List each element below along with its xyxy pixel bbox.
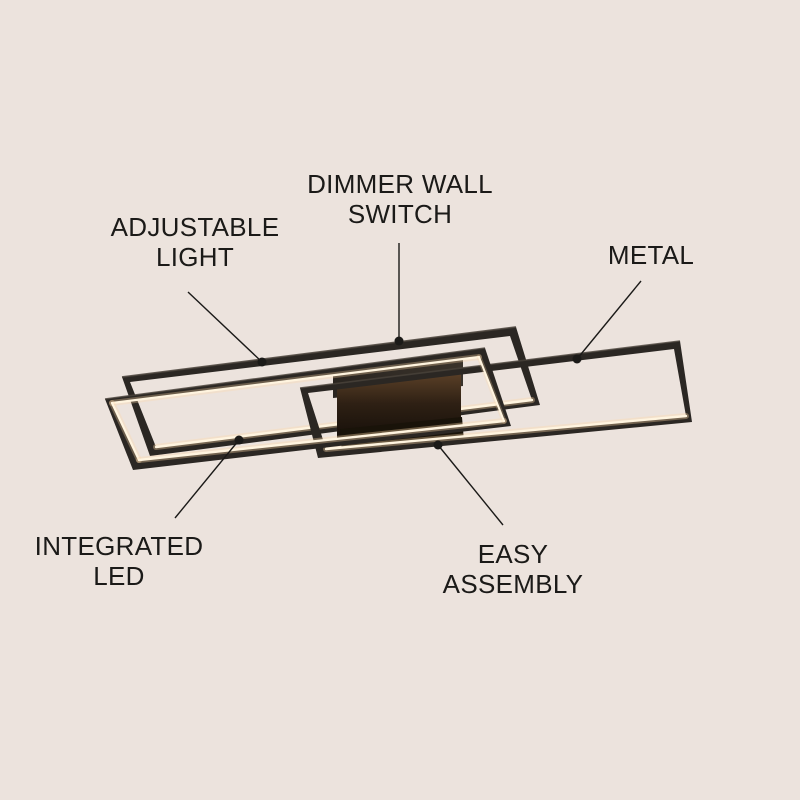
feature-label-adjustable-light: ADJUSTABLE LIGHT: [110, 212, 280, 272]
led-strip-left-ring: [109, 354, 507, 463]
callout-line-metal: [576, 280, 642, 360]
feature-label-integrated-led: INTEGRATED LED: [34, 531, 204, 591]
callout-dot-metal: [572, 354, 582, 364]
callout-dot-dimmer-wall-switch: [394, 336, 404, 346]
lamp-frame-right: [299, 340, 692, 458]
led-strip-right-bottom: [323, 413, 689, 452]
callout-dot-adjustable-light: [257, 357, 267, 367]
callout-dot-integrated-led: [234, 435, 244, 445]
feature-label-dimmer-wall-switch: DIMMER WALL SWITCH: [307, 169, 493, 229]
feature-label-metal: METAL: [607, 240, 695, 270]
callout-line-integrated-led: [174, 439, 240, 519]
feature-label-easy-assembly: EASY ASSEMBLY: [442, 539, 584, 599]
lamp-frame-left: [104, 347, 511, 470]
callout-line-easy-assembly: [437, 444, 504, 526]
callout-dot-easy-assembly: [433, 440, 443, 450]
callout-line-adjustable-light: [187, 291, 263, 363]
